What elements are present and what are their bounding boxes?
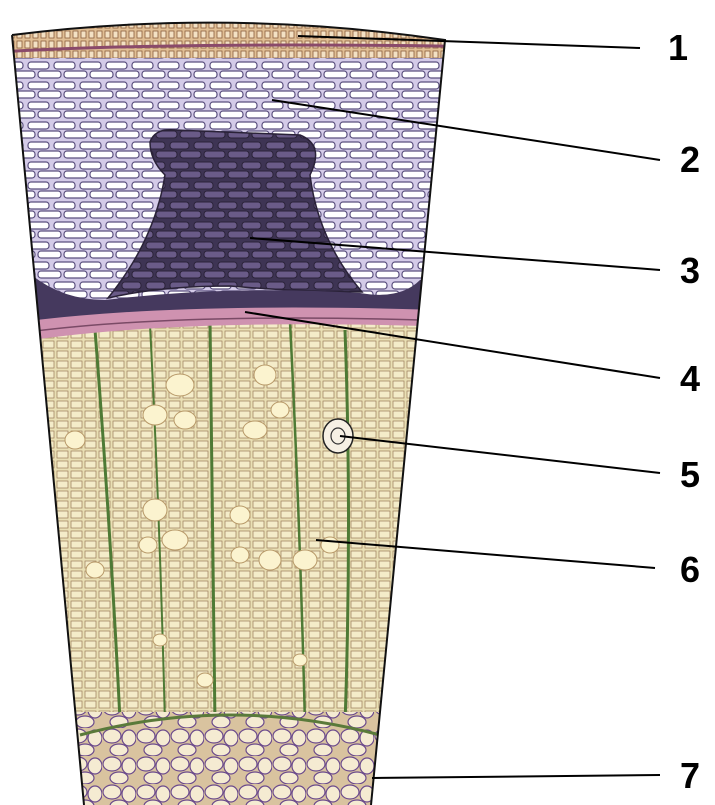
callout-label-7: 7 [680,755,700,796]
callout-line-7 [372,775,660,778]
callout-label-2: 2 [680,139,700,180]
callout-label-3: 3 [680,250,700,291]
callout-label-1: 1 [668,27,688,68]
callout-labels: 1 2 3 4 5 6 7 [668,27,700,796]
pith-region [0,712,715,805]
callout-label-5: 5 [680,454,700,495]
callout-label-6: 6 [680,549,700,590]
cortex-region [0,55,715,300]
callout-label-4: 4 [680,358,700,399]
